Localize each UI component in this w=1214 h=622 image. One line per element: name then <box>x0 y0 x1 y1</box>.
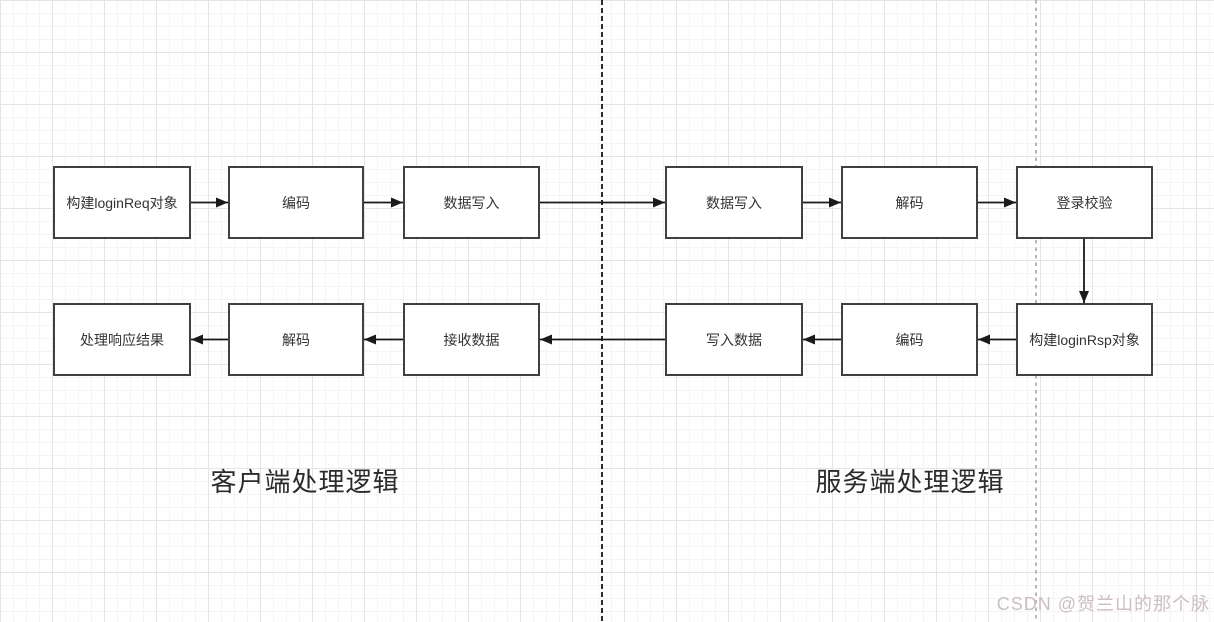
box-client-decode: 解码 <box>228 303 364 376</box>
box-client-encode: 编码 <box>228 166 364 239</box>
box-login-check: 登录校验 <box>1016 166 1153 239</box>
box-handle-response-result: 处理响应结果 <box>53 303 191 376</box>
box-receive-data: 接收数据 <box>403 303 540 376</box>
client-section-label: 客户端处理逻辑 <box>210 467 400 497</box>
client-server-divider-dashed-line <box>601 0 603 622</box>
csdn-watermark: CSDN @贺兰山的那个脉 <box>996 594 1210 614</box>
box-build-loginreq: 构建loginReq对象 <box>53 166 191 239</box>
box-server-encode: 编码 <box>841 303 978 376</box>
box-client-data-write: 数据写入 <box>403 166 540 239</box>
box-server-decode: 解码 <box>841 166 978 239</box>
box-server-write-data: 写入数据 <box>665 303 803 376</box>
box-build-loginrsp: 构建loginRsp对象 <box>1016 303 1153 376</box>
server-section-label: 服务端处理逻辑 <box>815 467 1005 497</box>
box-server-data-write: 数据写入 <box>665 166 803 239</box>
